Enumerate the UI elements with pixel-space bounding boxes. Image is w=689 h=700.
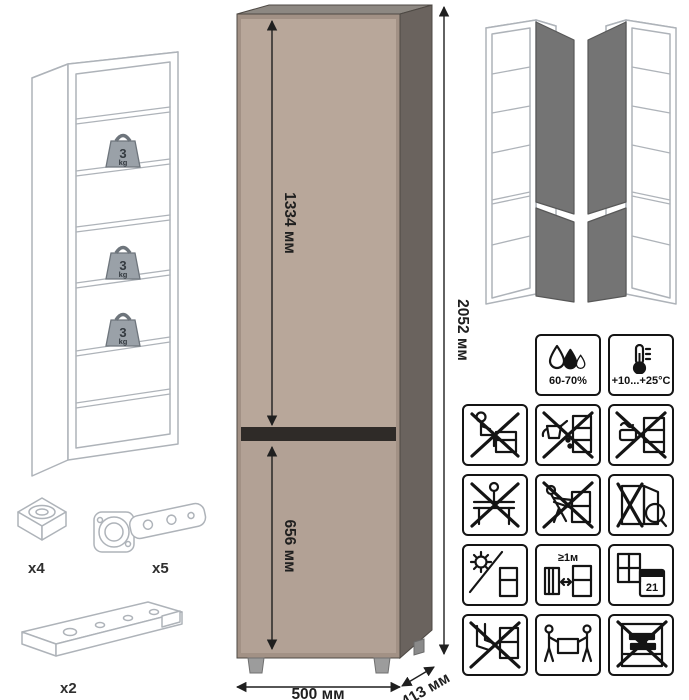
avoid-direct-sunlight-pictogram (462, 544, 528, 606)
acclimatization-days-label: 21 (646, 582, 658, 594)
radiator-distance-pictogram: ≥1м (535, 544, 601, 606)
acclimatization-icon: 21 (616, 552, 666, 598)
shelf-load-unit: kg (119, 337, 128, 346)
no-dragging-icon (542, 481, 594, 529)
two-person-carry-pictogram (535, 614, 601, 676)
width-label: 500 мм (291, 686, 344, 700)
no-solvent-cleaning-pictogram (608, 404, 674, 466)
care-pictograms: 60-70% +10...+25°C (462, 334, 674, 676)
door-adjustment-pictogram (608, 474, 674, 536)
grid-spacer (462, 334, 528, 396)
plinth-quantity: x2 (60, 680, 77, 697)
upper-door (241, 19, 396, 427)
no-standing-icon (470, 481, 520, 528)
no-standing-pictogram (462, 474, 528, 536)
radiator-distance-icon: ≥1м (543, 552, 593, 598)
hinge-quantity: x5 (152, 560, 169, 577)
temperature-icon (632, 343, 652, 374)
open-upper-door (587, 21, 627, 215)
plastic-foot-icon (17, 497, 67, 541)
door-adjustment-icon (616, 482, 668, 528)
water-drops (548, 344, 586, 369)
shelf-weight-icon: 3 kg (105, 245, 141, 280)
no-solvent-cleaning-icon (615, 411, 667, 459)
hinge-icon (93, 502, 207, 553)
dimension-arrows (235, 5, 450, 693)
thermometer (632, 343, 652, 374)
cabinet-body (236, 4, 433, 674)
rear-foot (413, 638, 425, 656)
lower-door-height-label: 656 мм (281, 519, 298, 572)
left-hinged-cabinet (485, 19, 575, 305)
radiator-distance-label: ≥1м (558, 552, 578, 564)
humidity-icon (548, 344, 586, 369)
front-foot (373, 657, 391, 674)
avoid-direct-sunlight-icon (468, 550, 519, 598)
cabinet-render: 1334 мм 656 мм 2052 мм 500 мм 413 мм (235, 4, 471, 700)
humidity-label: 60-70% (549, 374, 587, 387)
two-person-carry-icon (543, 624, 593, 663)
no-sitting-icon (470, 411, 520, 458)
no-stepping-pictogram (462, 614, 528, 676)
no-sitting-pictogram (462, 404, 528, 466)
shelf-load-unit: kg (119, 158, 128, 167)
shelf-load-value: 3 (119, 325, 126, 340)
cabinet-wireframe (31, 51, 179, 477)
temperature-label: +10...+25°C (611, 374, 671, 387)
humidity-pictogram: 60-70% (535, 334, 601, 396)
cabinet-interior-drawing: 3 kg 3 kg 3 kg (31, 51, 179, 477)
right-hinged-cabinet (587, 19, 677, 305)
no-heavy-objects-icon (616, 620, 668, 668)
door-gap (241, 427, 396, 441)
foot-quantity: x4 (28, 560, 45, 577)
no-stepping-icon (469, 621, 521, 669)
front-foot (247, 657, 265, 674)
shelf-weight-icon: 3 kg (105, 312, 141, 347)
shelf-weight-icon: 3 kg (105, 133, 141, 168)
no-liquids-icon (541, 411, 594, 459)
door-opening-options-drawing (485, 19, 677, 305)
depth-arrow (401, 666, 435, 687)
lower-door (241, 441, 396, 653)
depth-label: 413 мм (399, 669, 453, 700)
hinge-drawing (93, 502, 207, 553)
temperature-pictogram: +10...+25°C (608, 334, 674, 396)
plinth-drawing (21, 601, 183, 657)
shelf-load-unit: kg (119, 270, 128, 279)
foot-drawing (17, 497, 67, 541)
no-heavy-objects-pictogram (608, 614, 674, 676)
total-height-label: 2052 мм (454, 299, 471, 361)
no-liquids-pictogram (535, 404, 601, 466)
open-lower-door (587, 207, 627, 303)
upper-door-height-label: 1334 мм (281, 192, 298, 254)
no-dragging-pictogram (535, 474, 601, 536)
shelf-load-value: 3 (119, 258, 126, 273)
shelf-load-value: 3 (119, 146, 126, 161)
open-upper-door (535, 21, 575, 215)
plinth-rail-icon (21, 601, 183, 657)
acclimatization-pictogram: 21 (608, 544, 674, 606)
open-lower-door (535, 207, 575, 303)
